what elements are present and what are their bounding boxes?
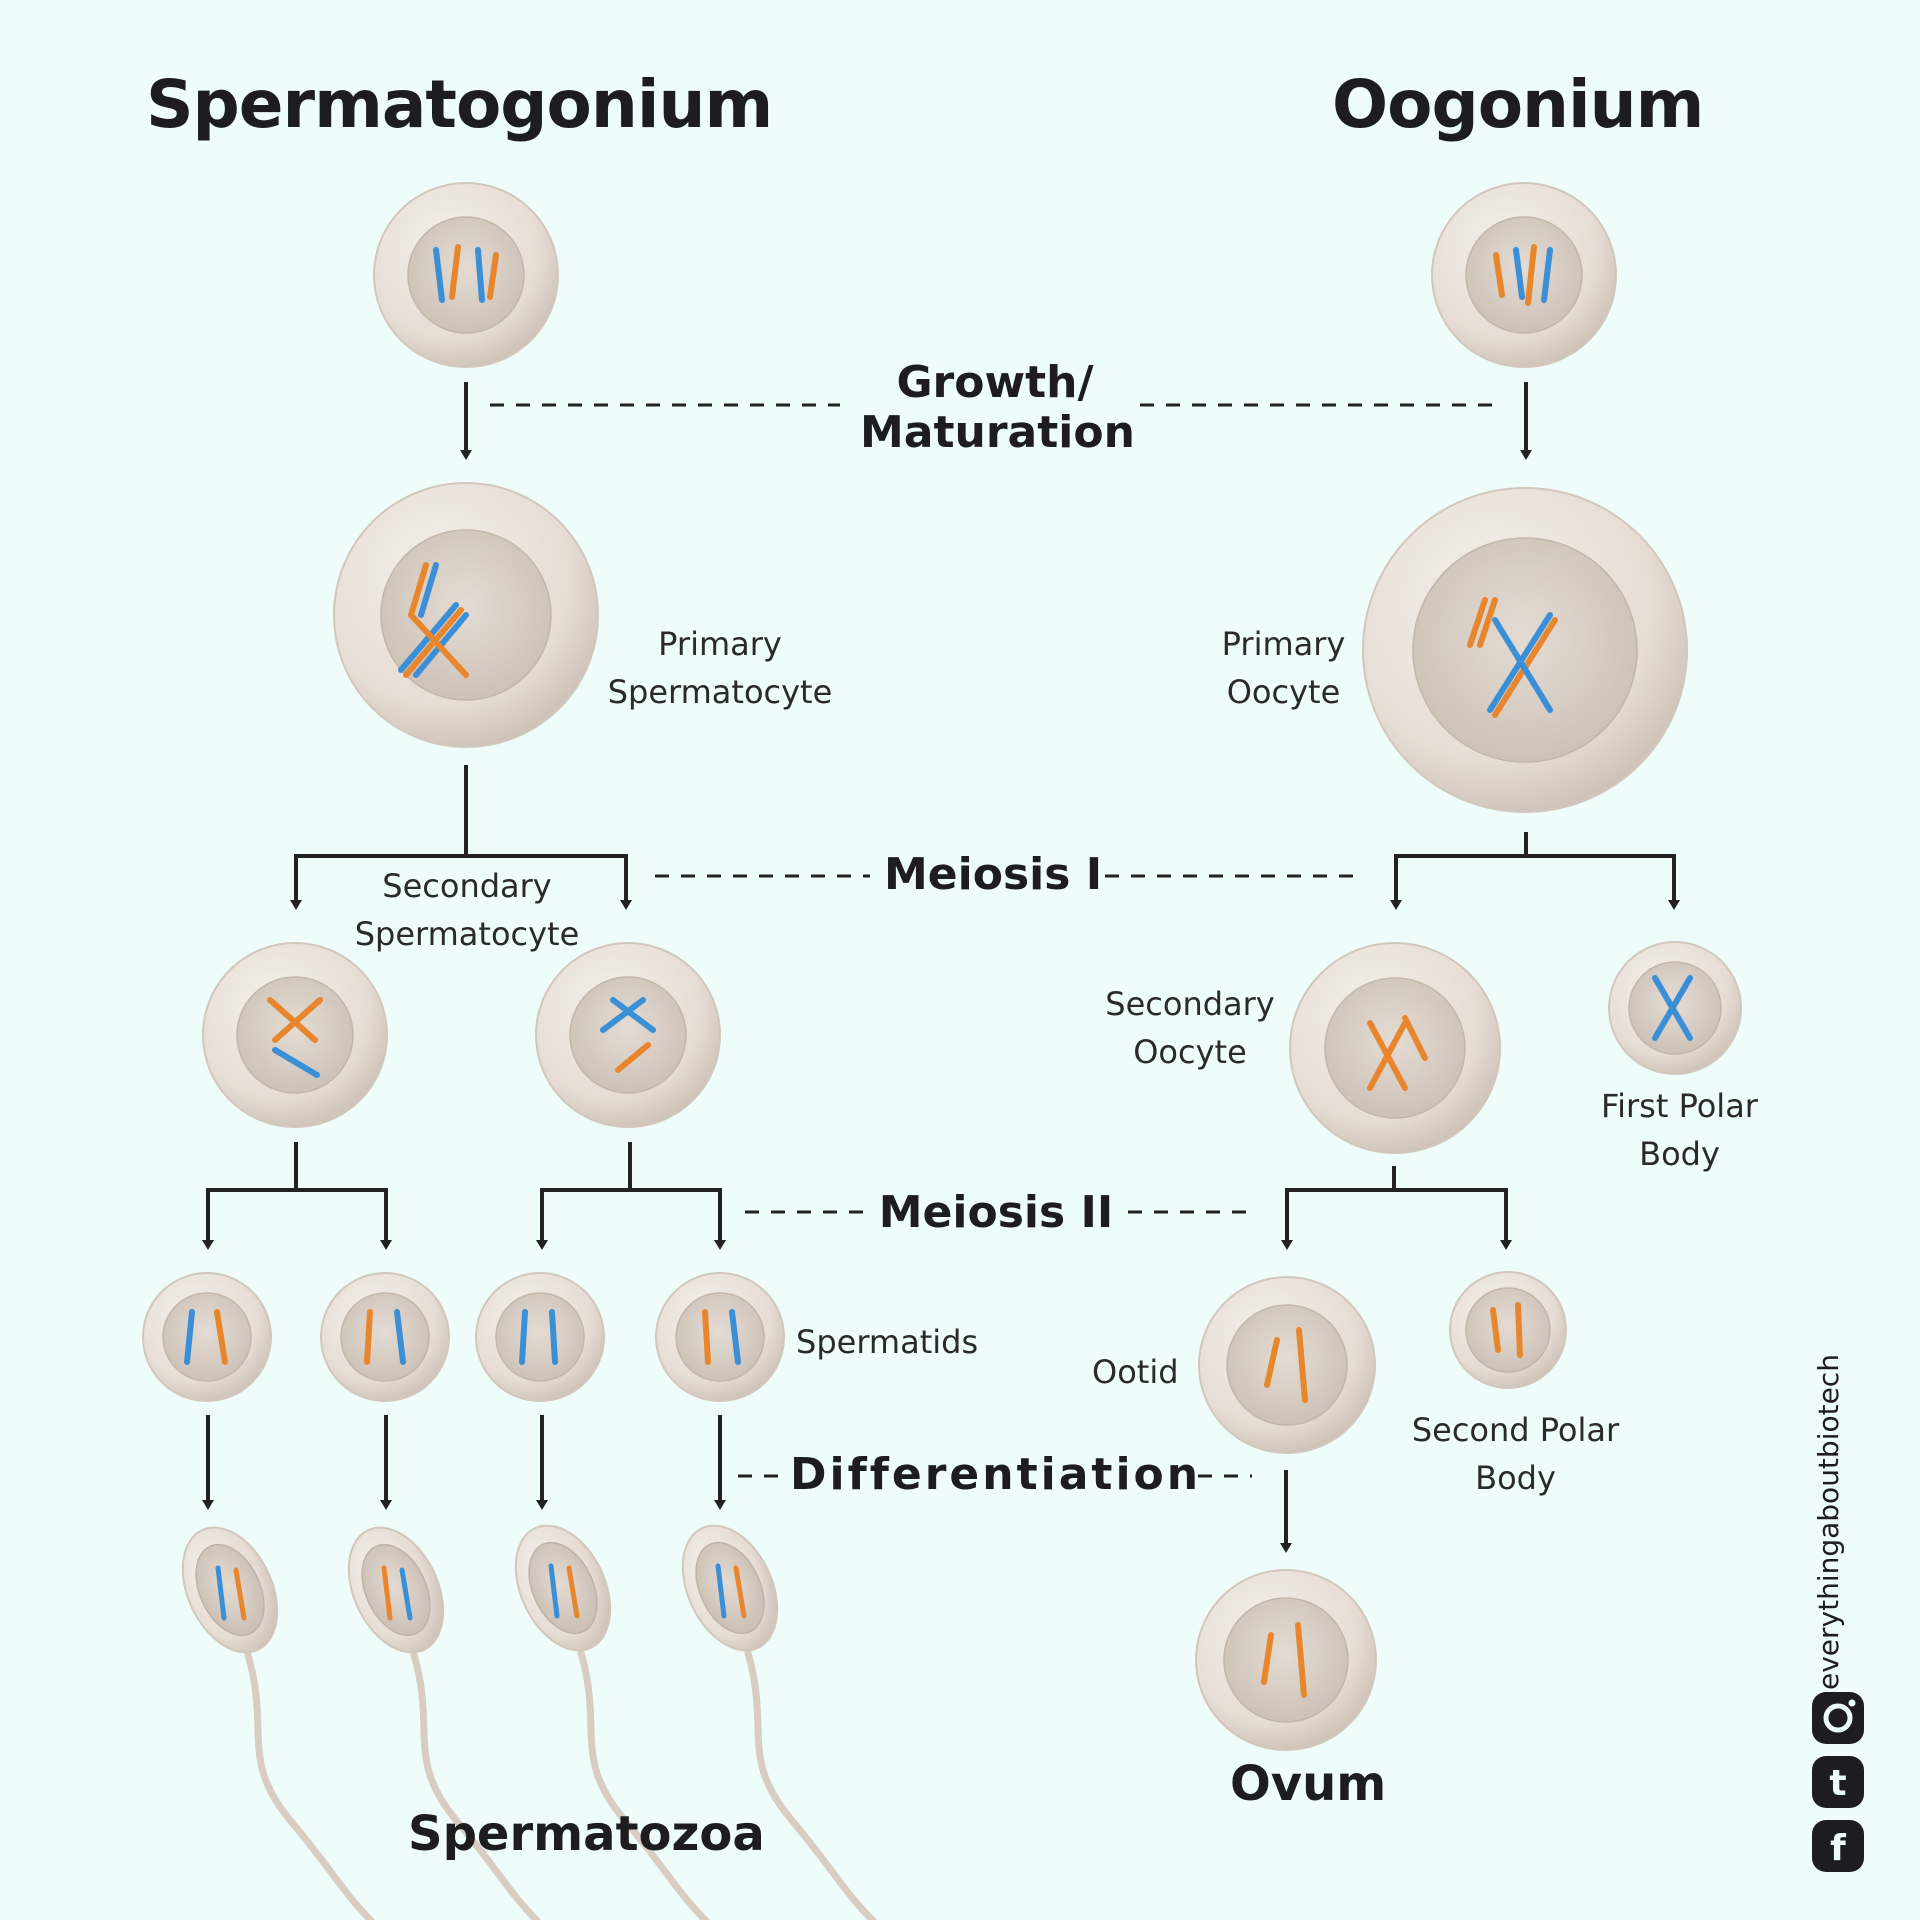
meiosis1-branch-female <box>1390 832 1680 910</box>
label-secondary-spermatocyte-line2: Spermatocyte <box>354 915 580 953</box>
cell-spermatozoon-3 <box>514 1524 711 1920</box>
label-secondary-oocyte-line2: Oocyte <box>1133 1033 1247 1071</box>
cell-primary-oocyte <box>1362 487 1688 813</box>
title-oogonium: Oogonium <box>1332 66 1704 143</box>
label-spermatids: Spermatids <box>796 1323 979 1361</box>
cell-oogonium <box>1431 182 1617 368</box>
label-primary-spermatocyte: Primary Spermatocyte <box>600 620 840 716</box>
cell-first-polar-body <box>1608 941 1742 1075</box>
stage-meiosis-1: Meiosis I <box>884 849 1103 900</box>
meiosis1-branch-male <box>290 765 632 910</box>
cell-spermatozoon-4 <box>681 1524 878 1920</box>
stage-growth: Growth/ Maturation <box>860 357 1135 458</box>
label-primary-oocyte: Primary Oocyte <box>1196 620 1371 716</box>
label-primary-oocyte-line1: Primary <box>1221 625 1346 663</box>
title-spermatogonium: Spermatogonium <box>146 66 773 143</box>
facebook-icon: f <box>1812 1820 1864 1872</box>
cell-spermatid-1 <box>142 1272 272 1402</box>
instagram-icon <box>1812 1692 1864 1744</box>
connector-lines <box>202 382 1680 1553</box>
label-secondary-spermatocyte: Secondary Spermatocyte <box>347 862 587 958</box>
stage-growth-line1: Growth/ <box>896 357 1094 408</box>
stage-meiosis-2: Meiosis II <box>878 1187 1114 1238</box>
svg-text:t: t <box>1829 1763 1846 1804</box>
cell-spermatozoon-1 <box>181 1526 376 1920</box>
cell-ovum <box>1195 1569 1377 1751</box>
label-second-polar-body: Second Polar Body <box>1398 1406 1633 1502</box>
cell-secondary-spermatocyte-right <box>535 942 721 1128</box>
meiosis2-branch-male-left <box>202 1142 392 1250</box>
label-primary-spermatocyte-line2: Spermatocyte <box>607 673 833 711</box>
label-primary-spermatocyte-line1: Primary <box>658 625 782 663</box>
cell-secondary-oocyte <box>1289 942 1501 1154</box>
cell-spermatogonium <box>373 182 559 368</box>
cell-second-polar-body <box>1449 1271 1567 1389</box>
cell-spermatid-4 <box>655 1272 785 1402</box>
svg-text:f: f <box>1830 1828 1846 1869</box>
stage-growth-line2: Maturation <box>860 407 1135 458</box>
label-ootid: Ootid <box>1092 1353 1179 1391</box>
dashed-guides <box>490 403 1495 1478</box>
label-secondary-oocyte-line1: Secondary <box>1105 985 1275 1023</box>
cell-spermatozoon-2 <box>347 1526 542 1920</box>
meiosis2-branch-male-right <box>536 1142 726 1250</box>
cell-primary-spermatocyte <box>333 482 599 748</box>
label-first-polar-body-line2: Body <box>1639 1135 1720 1173</box>
label-second-polar-body-line1: Second Polar <box>1411 1411 1620 1449</box>
label-secondary-oocyte: Secondary Oocyte <box>1090 980 1290 1076</box>
label-second-polar-body-line2: Body <box>1475 1459 1556 1497</box>
tumblr-icon: t <box>1812 1756 1864 1808</box>
cells <box>142 182 1742 1920</box>
label-ovum: Ovum <box>1230 1756 1387 1812</box>
label-first-polar-body: First Polar Body <box>1582 1082 1777 1178</box>
stage-differentiation: Differentiation <box>790 1449 1202 1500</box>
label-first-polar-body-line1: First Polar <box>1601 1087 1758 1125</box>
label-secondary-spermatocyte-line1: Secondary <box>382 867 552 905</box>
meiosis2-branch-female <box>1281 1166 1512 1250</box>
label-primary-oocyte-line2: Oocyte <box>1226 673 1341 711</box>
label-spermatozoa: Spermatozoa <box>408 1806 765 1862</box>
differentiation-arrows <box>202 1415 1292 1553</box>
brand-handle: everythingaboutbiotech <box>1812 1354 1845 1690</box>
cell-spermatid-2 <box>320 1272 450 1402</box>
cell-spermatid-3 <box>475 1272 605 1402</box>
cell-ootid <box>1198 1276 1376 1454</box>
brand-social-icons: t f <box>1812 1692 1864 1872</box>
cell-secondary-spermatocyte-left <box>202 942 388 1128</box>
